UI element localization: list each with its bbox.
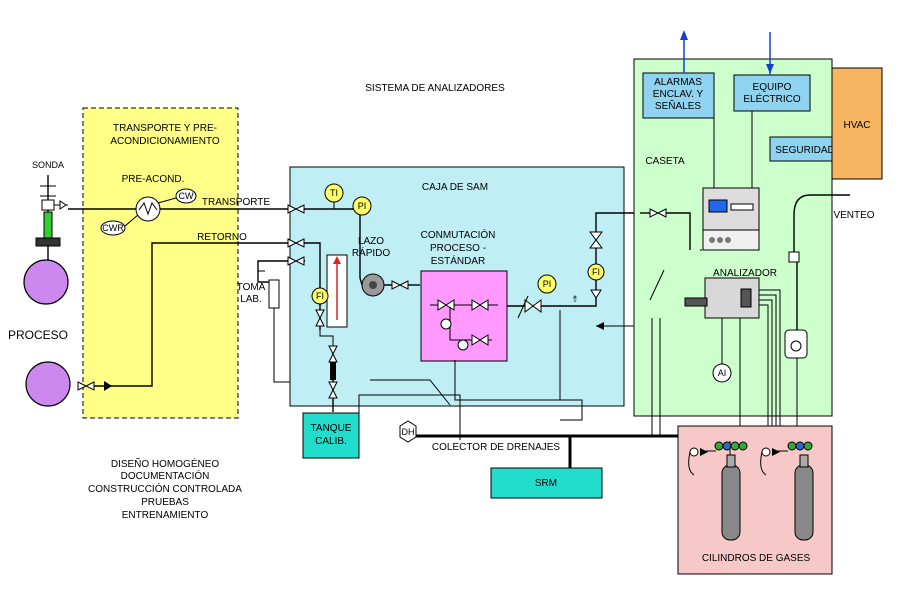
toma-label-2: LAB.	[240, 294, 262, 305]
pi2-gauge	[537, 274, 557, 294]
equipo-electrico-box	[733, 74, 811, 112]
svg-text:DISEÑO HOMOGÉNEO: DISEÑO HOMOGÉNEO	[111, 457, 220, 470]
pi-gauge	[352, 196, 372, 216]
svg-text:DOCUMENTACIÓN: DOCUMENTACIÓN	[121, 469, 210, 482]
gas-cylinder-2	[760, 441, 814, 541]
toma-label-1: TOMA	[237, 282, 266, 293]
analizador-label: ANALIZADOR	[713, 268, 777, 279]
analyzer-unit	[684, 187, 760, 319]
power-in-arrow-icon	[766, 64, 774, 74]
transport-zone	[82, 107, 239, 419]
sam-inlet-valves	[287, 204, 305, 266]
switching-valves	[430, 299, 498, 351]
svg-text:CALIB.: CALIB.	[315, 436, 347, 447]
conm-label-1: CONMUTACIÓN	[421, 228, 496, 241]
svg-text:ALARMAS: ALARMAS	[654, 77, 702, 88]
caseta-title: CASETA	[645, 156, 685, 167]
sample-bottle-icon	[268, 279, 280, 309]
lazo-label-2: RÁPIDO	[352, 246, 391, 259]
process-vessel-bottom	[25, 361, 71, 407]
svg-text:DH: DH	[402, 427, 415, 437]
svg-text:PI: PI	[358, 201, 367, 211]
svg-text:ENTRENAMIENTO: ENTRENAMIENTO	[122, 510, 209, 521]
svg-text:ENCLAV. Y: ENCLAV. Y	[653, 89, 704, 100]
analyzer-gas-lines	[651, 289, 781, 436]
hvac-box	[831, 67, 883, 180]
preacond-label: PRE-ACOND.	[122, 174, 185, 185]
seguridad-box	[769, 136, 842, 162]
transport-title-1: TRANSPORTE Y PRE-	[113, 123, 217, 134]
transport-title-2: ACONDICIONAMIENTO	[110, 136, 219, 147]
cw-tag	[175, 188, 197, 204]
svg-text:ELÉCTRICO: ELÉCTRICO	[743, 92, 800, 105]
conm-label-3: ESTÁNDAR	[431, 254, 485, 267]
vent-line	[793, 194, 850, 256]
diagram-title: SISTEMA DE ANALIZADORES	[365, 83, 505, 94]
proceso-label: PROCESO	[8, 328, 68, 342]
cilindros-label: CILINDROS DE GASES	[702, 553, 811, 564]
sam-title: CAJA DE SAM	[422, 182, 488, 193]
tanque-calib	[302, 412, 360, 459]
venteo-label: VENTEO	[833, 210, 874, 221]
svg-text:HVAC: HVAC	[843, 120, 870, 131]
analyzer-display-icon	[708, 199, 728, 213]
conm-label-2: PROCESO -	[430, 243, 486, 254]
svg-text:SEGURIDAD: SEGURIDAD	[775, 145, 834, 156]
alarmas-box	[642, 72, 715, 119]
transporte-label: TRANSPORTE	[202, 197, 270, 208]
svg-text:FI: FI	[592, 267, 600, 277]
process-vessel-top	[23, 259, 69, 305]
svg-text:SRM: SRM	[535, 478, 557, 489]
return-valve-icon	[77, 381, 88, 391]
isolation-valve-icon	[43, 211, 53, 239]
fi-gauge	[311, 287, 329, 305]
srm-box	[490, 467, 603, 499]
svg-text:CW: CW	[179, 191, 194, 201]
svg-text:TI: TI	[330, 188, 338, 198]
svg-text:AI: AI	[718, 368, 727, 378]
retorno-label: RETORNO	[197, 232, 247, 243]
svg-text:CONSTRUCCIÓN CONTROLADA: CONSTRUCCIÓN CONTROLADA	[88, 482, 242, 495]
colector-label: COLECTOR DE DRENAJES	[432, 442, 561, 453]
svg-text:PI: PI	[543, 279, 552, 289]
svg-text:PRUEBAS: PRUEBAS	[141, 497, 189, 508]
svg-text:EQUIPO: EQUIPO	[753, 82, 792, 93]
sonda-probe	[35, 175, 68, 262]
svg-text:SEÑALES: SEÑALES	[655, 99, 701, 112]
lazo-label-1: LAZO	[358, 236, 384, 247]
signal-out-arrow-icon	[680, 30, 688, 40]
fi2-gauge	[587, 263, 605, 281]
sonda-label: SONDA	[32, 160, 64, 170]
svg-text:CWR: CWR	[102, 223, 124, 233]
svg-text:TANQUE: TANQUE	[311, 423, 352, 434]
cwr-tag	[100, 220, 126, 236]
design-notes: DISEÑO HOMOGÉNEO DOCUMENTACIÓN CONSTRUCC…	[88, 457, 242, 521]
flow-glyph: ⥉	[573, 294, 577, 304]
gas-cylinder-1	[688, 441, 748, 541]
svg-text:FI: FI	[316, 291, 324, 301]
